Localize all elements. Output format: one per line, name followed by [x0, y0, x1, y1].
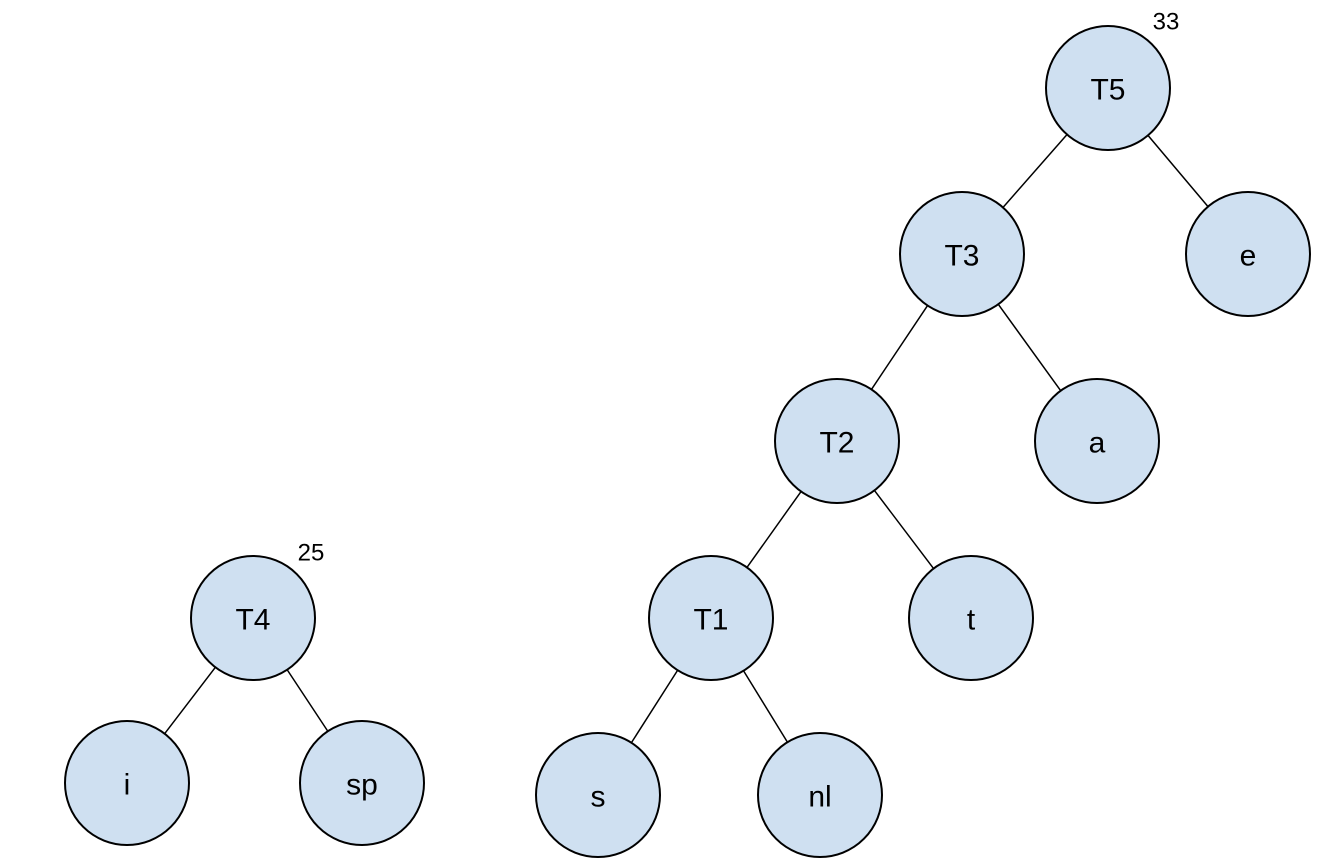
- node-t: t: [908, 555, 1034, 681]
- edge-t1-s: [630, 669, 679, 744]
- edge-t2-t: [873, 489, 935, 570]
- node-t3: T3: [899, 191, 1025, 317]
- node-label: t: [967, 604, 976, 637]
- node-t5: T5: [1045, 25, 1171, 151]
- node-t4: T4: [190, 555, 316, 681]
- weights-layer: 25 33: [298, 9, 1180, 567]
- node-label: a: [1089, 427, 1106, 460]
- node-label: T3: [944, 240, 979, 273]
- node-label: T1: [693, 604, 728, 637]
- edges-layer: [164, 134, 1209, 744]
- node-s: s: [535, 732, 661, 858]
- node-circle: [1045, 25, 1171, 151]
- node-t1: T1: [648, 555, 774, 681]
- node-label: T4: [235, 604, 270, 637]
- node-t2: T2: [774, 378, 900, 504]
- edge-t4-sp: [286, 669, 329, 732]
- edge-t4-i: [164, 666, 216, 735]
- node-circle: [190, 555, 316, 681]
- node-label: s: [591, 781, 606, 814]
- edge-t1-nl: [742, 670, 789, 743]
- node-label: nl: [808, 781, 831, 814]
- node-label: i: [124, 769, 131, 802]
- node-circle: [299, 720, 425, 846]
- node-label: T2: [819, 427, 854, 460]
- node-e: e: [1185, 191, 1311, 317]
- weight-label-t5: 33: [1153, 9, 1180, 36]
- node-label: T5: [1090, 74, 1125, 107]
- node-circle: [899, 191, 1025, 317]
- node-label: e: [1240, 240, 1257, 273]
- edge-t5-e: [1147, 134, 1209, 208]
- edge-t3-t2: [870, 305, 929, 390]
- node-circle: [535, 732, 661, 858]
- node-circle: [64, 720, 190, 846]
- node-circle: [774, 378, 900, 504]
- node-circle: [1034, 378, 1160, 504]
- weight-label-t4: 25: [298, 540, 325, 567]
- edge-t3-a: [997, 303, 1062, 392]
- node-circle: [648, 555, 774, 681]
- node-sp: sp: [299, 720, 425, 846]
- node-circle: [1185, 191, 1311, 317]
- node-circle: [757, 732, 883, 858]
- node-circle: [908, 555, 1034, 681]
- node-i: i: [64, 720, 190, 846]
- node-nl: nl: [757, 732, 883, 858]
- edge-t5-t3: [1002, 134, 1068, 208]
- edge-t2-t1: [746, 491, 802, 568]
- node-a: a: [1034, 378, 1160, 504]
- node-label: sp: [346, 769, 378, 802]
